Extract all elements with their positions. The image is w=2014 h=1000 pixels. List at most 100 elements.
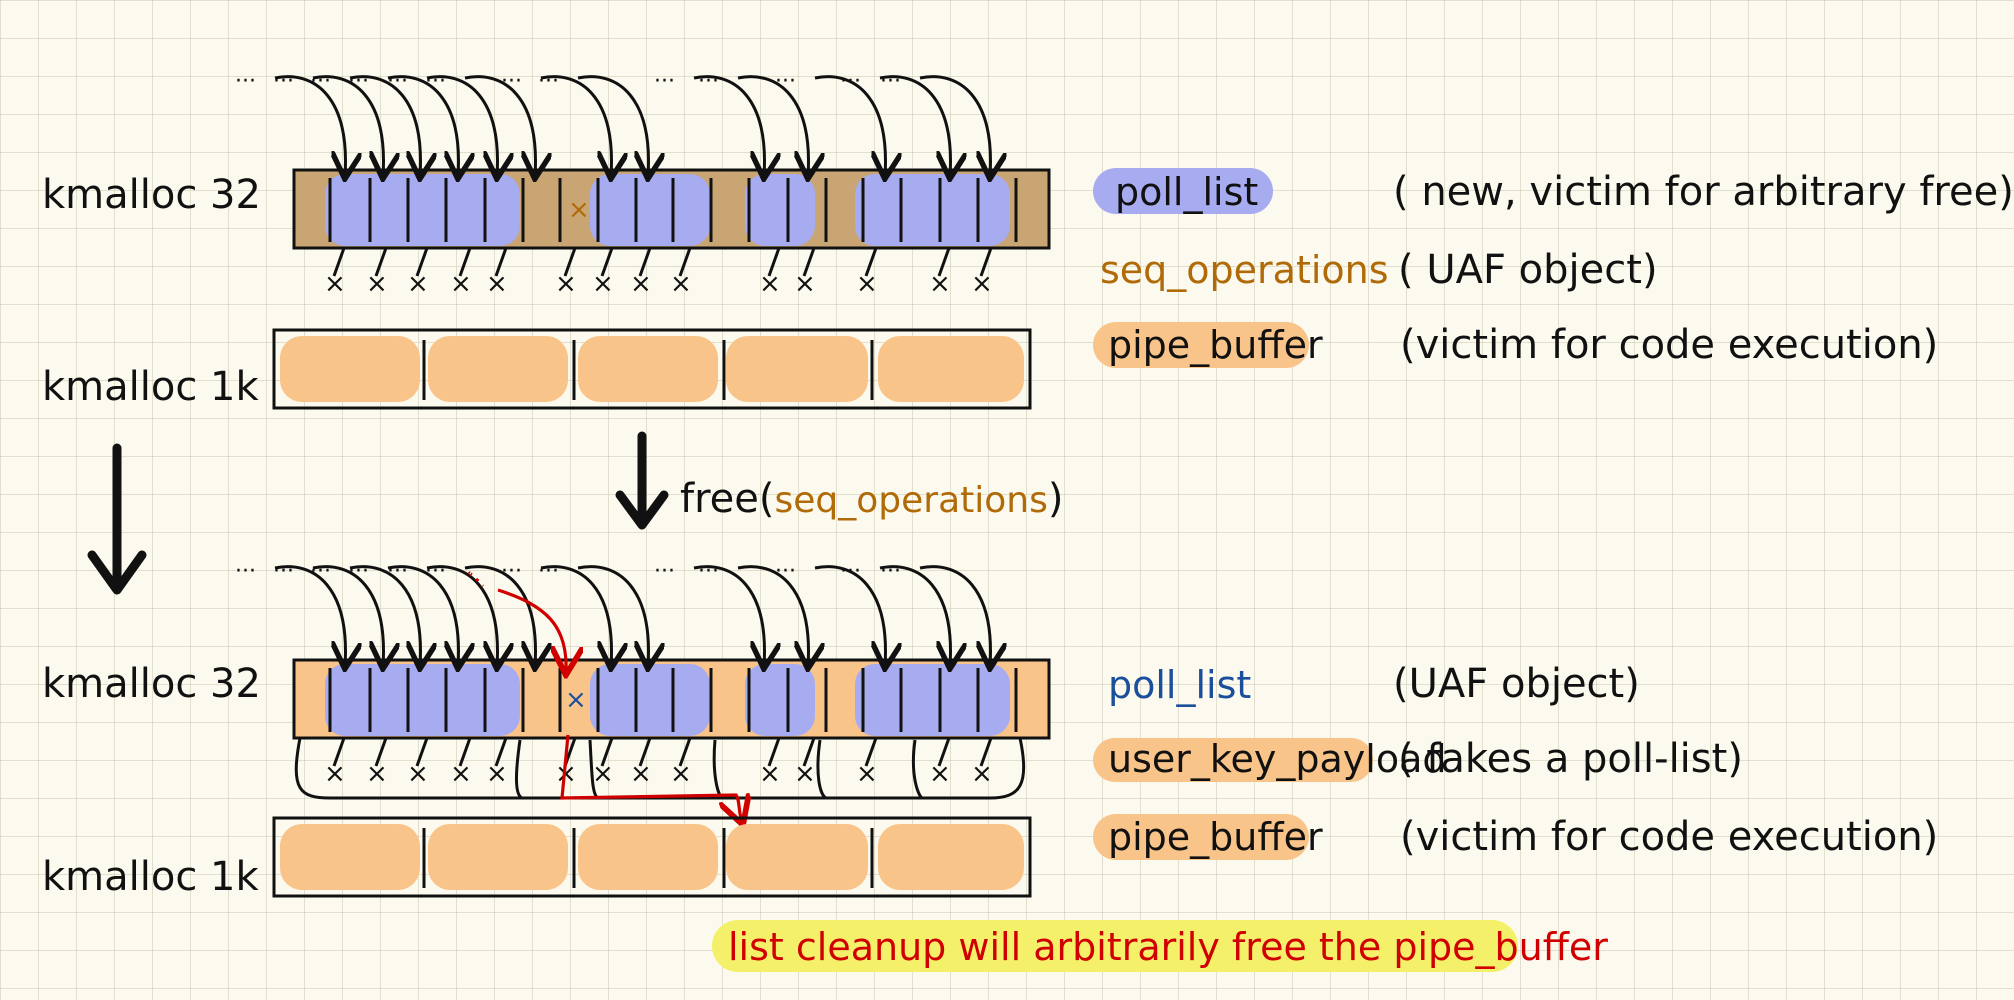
pointer-arrow	[814, 565, 885, 666]
free-call-suffix: )	[1048, 476, 1064, 522]
null-pointer-x: ×	[407, 759, 429, 789]
null-pointer-line	[678, 737, 692, 767]
null-pointer-line	[415, 247, 429, 277]
pointer-arrow	[919, 75, 990, 176]
pointer-origin-dots: ···	[501, 559, 522, 584]
pointer-arrow	[464, 565, 535, 666]
null-pointer-x: ×	[759, 759, 781, 789]
top-kmalloc32-label: kmalloc 32	[42, 172, 261, 218]
pipe-buffer-object	[726, 336, 868, 402]
null-pointer-line	[415, 737, 429, 767]
null-pointer-line	[600, 247, 614, 277]
pointer-origin-dots: ···	[840, 559, 861, 584]
pointer-origin-dots: ···	[348, 559, 369, 584]
null-pointer-x: ×	[794, 759, 816, 789]
pointer-origin-dots: ···	[235, 69, 256, 94]
pointer-arrow	[540, 565, 611, 666]
null-pointer-line	[802, 737, 816, 767]
poll-list-object	[855, 174, 1010, 246]
pointer-arrow	[737, 565, 808, 666]
null-pointer-x: ×	[486, 269, 508, 299]
bottom-legend-tag-poll-list: poll_list	[1108, 663, 1251, 707]
pointer-origin-dots: ···	[538, 69, 559, 94]
null-pointer-line	[332, 247, 346, 277]
pointer-origin-dots: ···	[310, 559, 331, 584]
null-pointer-x: ×	[929, 759, 951, 789]
pointer-arrow	[693, 75, 764, 176]
top-legend: poll_list ( new, victim for arbitrary fr…	[1093, 168, 2014, 368]
pipe-buffer-object	[726, 824, 868, 890]
pointer-arrow	[387, 75, 458, 176]
null-pointer-line	[374, 247, 388, 277]
pointer-origin-dots: ···	[654, 69, 675, 94]
pipe-buffer-object	[578, 336, 718, 402]
null-pointer-x: ×	[324, 269, 346, 299]
bottom-kmalloc32-slab: ×	[292, 658, 1051, 740]
poll-list-object	[745, 174, 815, 246]
null-pointer-line	[864, 247, 878, 277]
top-poll-list-pointers: ·······································	[235, 69, 990, 176]
null-pointer-x: ×	[486, 759, 508, 789]
null-pointer-x: ×	[450, 269, 472, 299]
pointer-origin-dots: ···	[654, 559, 675, 584]
pipe-buffer-object	[428, 824, 568, 890]
user-key-payload-highlight	[1093, 738, 1373, 782]
null-pointer-x: ×	[450, 759, 472, 789]
pointer-origin-dots: ···	[348, 69, 369, 94]
pointer-arrow	[387, 565, 458, 666]
top-poll-list-null-marks: ××××××××××××××	[324, 247, 993, 299]
bottom-kmalloc1k-slab	[272, 816, 1032, 898]
pointer-arrow	[737, 75, 808, 176]
bottom-legend-tag-pipe-buffer: pipe_buffer	[1108, 815, 1323, 859]
null-pointer-x: ×	[856, 759, 878, 789]
pipe-buffer-object	[578, 824, 718, 890]
null-pointer-line	[374, 737, 388, 767]
null-pointer-x: ×	[856, 269, 878, 299]
null-pointer-line	[458, 247, 472, 277]
pointer-arrow	[349, 75, 420, 176]
pipe-buffer-object	[878, 824, 1024, 890]
top-kmalloc1k-slab	[272, 328, 1032, 410]
null-pointer-line	[937, 737, 951, 767]
null-pointer-line	[979, 247, 993, 277]
pointer-arrow	[274, 75, 345, 176]
bottom-legend-tag-user-key-payload: user_key_payload	[1108, 737, 1447, 781]
pointer-origin-dots: ···	[235, 559, 256, 584]
pipe-buffer-highlight-bottom	[1093, 814, 1309, 860]
bottom-legend: poll_list (UAF object) user_key_payload …	[1093, 661, 1938, 860]
pointer-arrow	[919, 565, 990, 666]
pointer-arrow	[879, 565, 950, 666]
poll-list-highlight	[1093, 168, 1273, 214]
pointer-origin-dots: ···	[880, 559, 901, 584]
null-pointer-x: ×	[407, 269, 429, 299]
null-pointer-x: ×	[929, 269, 951, 299]
null-pointer-line	[802, 247, 816, 277]
top-legend-desc-poll-list: ( new, victim for arbitrary free)	[1393, 169, 2014, 215]
bottom-kmalloc1k-label: kmalloc 1k	[42, 854, 259, 900]
pointer-origin-dots: ···	[425, 69, 446, 94]
null-pointer-x: ×	[971, 269, 993, 299]
pointer-origin-dots: ···	[501, 69, 522, 94]
null-pointer-x: ×	[555, 759, 577, 789]
top-legend-tag-pipe-buffer: pipe_buffer	[1108, 323, 1323, 367]
bottom-poll-list-null-marks: ××××××××××××××	[324, 737, 993, 789]
free-call-label: free(seq_operations)	[680, 476, 1063, 522]
pointer-arrow	[426, 565, 497, 666]
pointer-arrow	[577, 565, 648, 666]
poll-list-object	[745, 664, 815, 736]
pointer-origin-dots: ···	[880, 69, 901, 94]
null-pointer-line	[332, 737, 346, 767]
null-pointer-line	[937, 247, 951, 277]
bottom-legend-desc-pipe-buffer: (victim for code execution)	[1400, 814, 1938, 860]
transition-arrow-middle	[615, 431, 669, 530]
pointer-arrow	[349, 565, 420, 666]
pointer-arrow	[814, 75, 885, 176]
pointer-origin-dots: ···	[840, 69, 861, 94]
free-call-arg: seq_operations	[774, 480, 1047, 521]
pipe-buffer-object	[280, 336, 420, 402]
pointer-origin-dots: ···	[775, 559, 796, 584]
pipe-buffer-object	[280, 824, 420, 890]
poll-list-object	[590, 174, 710, 246]
pointer-origin-dots: ···	[425, 559, 446, 584]
